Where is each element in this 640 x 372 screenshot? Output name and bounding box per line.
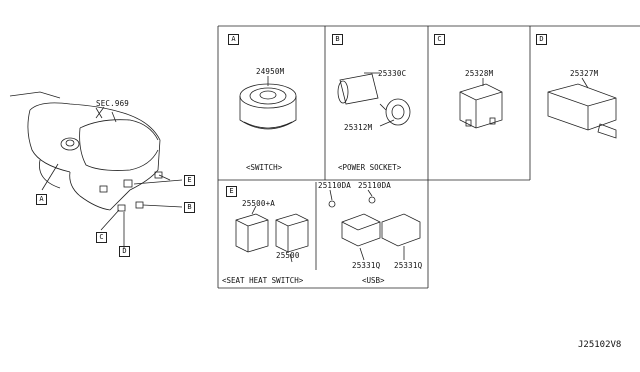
- console-overview: [9, 91, 163, 212]
- part-25330c: 25330C: [378, 69, 407, 78]
- panel-e-letter: E: [226, 186, 237, 197]
- usb-caption: <USB>: [362, 276, 385, 285]
- callout-d: D: [119, 246, 130, 257]
- callout-a: A: [36, 194, 47, 205]
- usb-part: [328, 189, 421, 261]
- leader-c: [100, 209, 120, 231]
- part-25331q-2: 25331Q: [394, 261, 423, 270]
- leader-sec: [95, 106, 105, 119]
- part-25312m: 25312M: [344, 123, 373, 132]
- part-25500a: 25500+A: [242, 199, 276, 208]
- part-25328m: 25328M: [465, 69, 494, 78]
- part-24950m: 24950M: [256, 67, 285, 76]
- panel-c-letter: C: [434, 34, 445, 45]
- leader-a: [41, 163, 59, 191]
- part-25110da-1: 25110DA: [318, 181, 352, 190]
- panel-b-caption: <POWER SOCKET>: [338, 163, 402, 172]
- switch-c-part: [459, 78, 503, 129]
- part-25327m: 25327M: [570, 69, 599, 78]
- leader-e: [133, 179, 183, 185]
- switch-part: [239, 76, 297, 130]
- panel-b-letter: B: [332, 34, 343, 45]
- callout-e: E: [184, 175, 195, 186]
- callout-c: C: [96, 232, 107, 243]
- panel-d-letter: D: [536, 34, 547, 45]
- panel-e-caption: <SEAT HEAT SWITCH>: [222, 276, 304, 285]
- leader-b: [142, 204, 183, 208]
- diagram-id: J25102V8: [578, 340, 622, 350]
- seat-heat-switch-part: [235, 205, 309, 263]
- leader-e2: [158, 174, 171, 181]
- panel-a-letter: A: [228, 34, 239, 45]
- power-socket-part: [337, 72, 411, 127]
- switch-d-part: [547, 77, 617, 139]
- part-25331q-1: 25331Q: [352, 261, 381, 270]
- sec-label: SEC.969: [96, 99, 130, 108]
- panel-a-caption: <SWITCH>: [246, 163, 283, 172]
- part-25500: 25500: [276, 251, 300, 260]
- part-25110da-2: 25110DA: [358, 181, 392, 190]
- callout-b: B: [184, 202, 195, 213]
